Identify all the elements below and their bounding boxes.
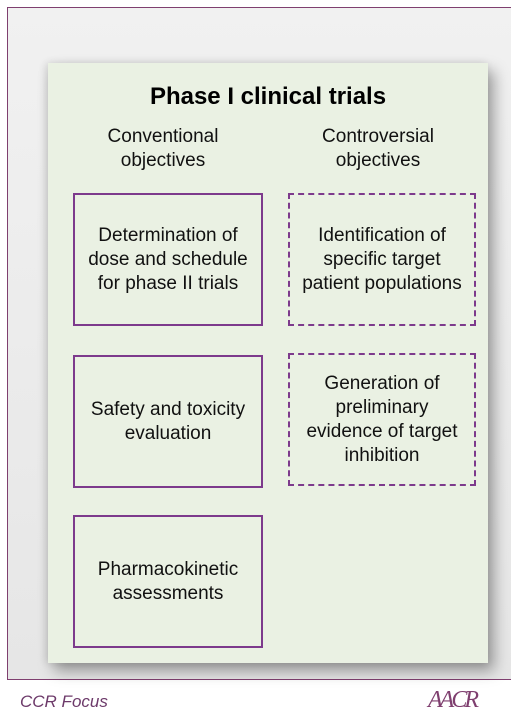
column-heading-conventional: Conventional objectives [107, 126, 219, 171]
figure-frame: Phase I clinical trials Conventional obj… [7, 7, 511, 680]
diagram-title: Phase I clinical trials [149, 83, 387, 110]
aacr-logo: AACR [426, 687, 482, 712]
box-target-populations: Identification of specific target patien… [288, 193, 476, 326]
footer: CCR Focus AACR [0, 680, 511, 714]
column-heading-controversial: Controversial objectives [322, 126, 434, 171]
box-safety-toxicity: Safety and toxicity evaluation [73, 355, 263, 488]
box-target-inhibition: Generation of preliminary evidence of ta… [288, 353, 476, 486]
journal-name: CCR Focus [20, 692, 108, 711]
diagram-card: Phase I clinical trials Conventional obj… [48, 63, 488, 663]
aacr-logo-text: AACR [426, 687, 479, 712]
box-pharmacokinetic: Pharmacokinetic assessments [73, 515, 263, 648]
box-dose-schedule: Determination of dose and schedule for p… [73, 193, 263, 326]
